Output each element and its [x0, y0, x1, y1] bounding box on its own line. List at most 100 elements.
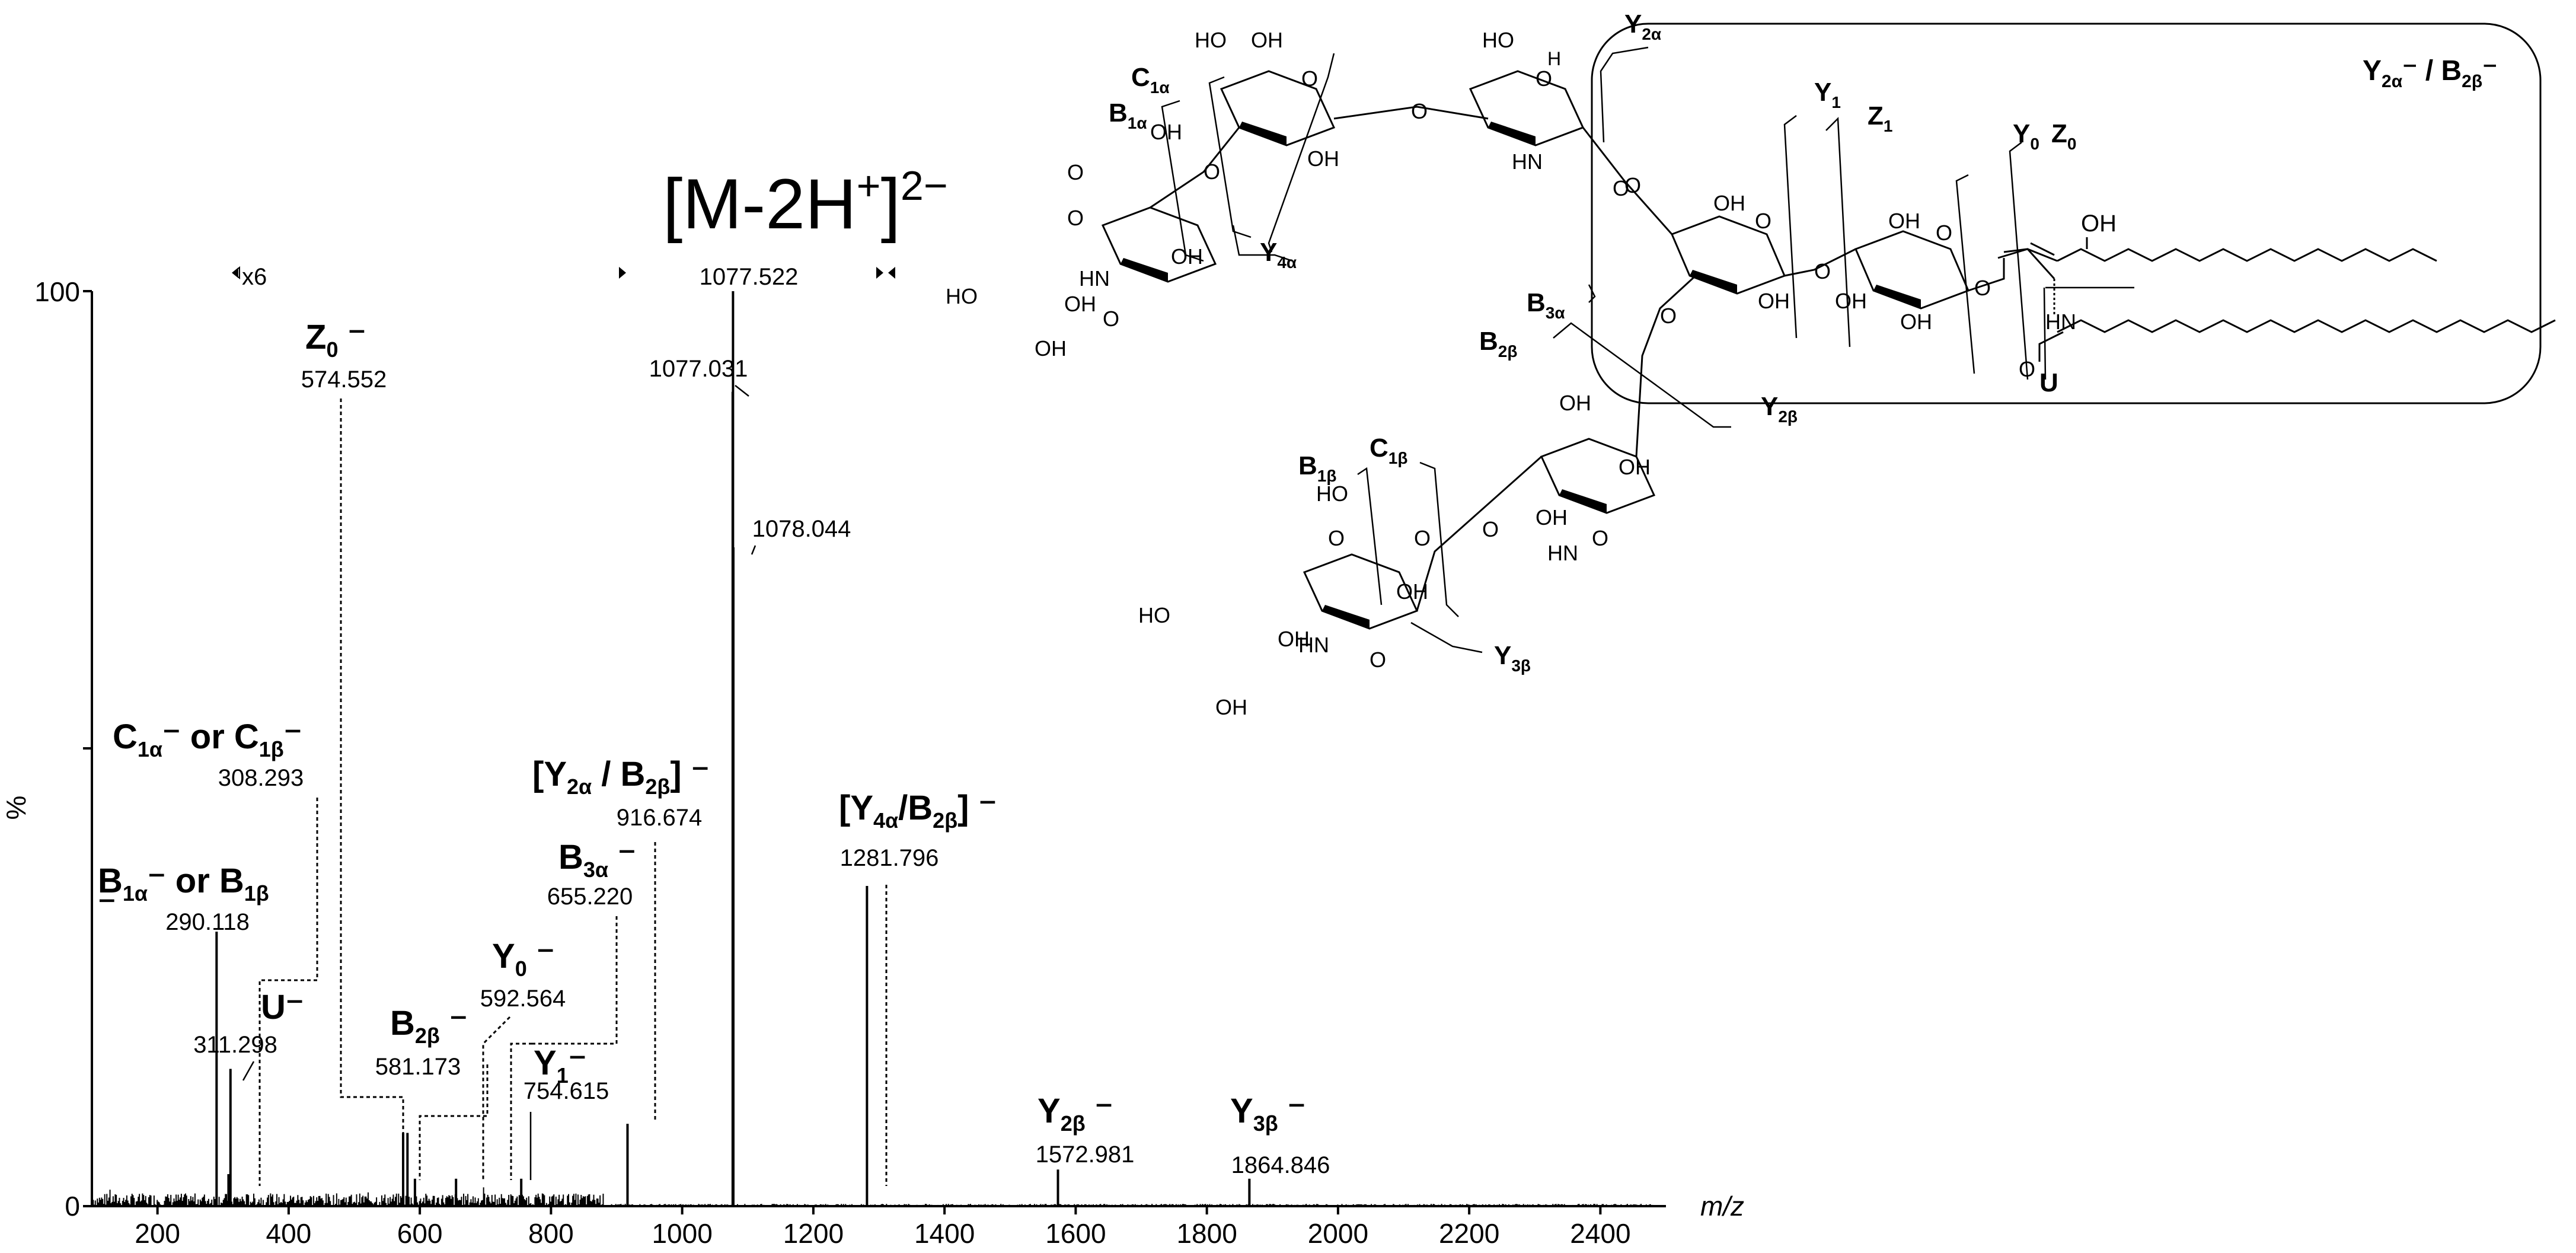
x-tick-label-1000: 1000	[652, 1218, 712, 1249]
x-axis-label: m/z	[1700, 1191, 1744, 1222]
y-axis-label: %	[1, 796, 31, 820]
svg-text:OH: OH	[1559, 391, 1591, 415]
svg-text:O: O	[1067, 206, 1084, 230]
svg-text:Z0: Z0	[2051, 119, 2076, 153]
x-tick-label-600: 600	[397, 1218, 443, 1249]
svg-text:B1β: B1β	[1298, 451, 1336, 485]
ion-b1-charge: ⁻	[98, 887, 116, 926]
svg-text:O: O	[1660, 304, 1677, 328]
mag-arrow-left-2	[232, 266, 240, 280]
peak-label-1078044: 1078.044	[752, 516, 851, 542]
peak-label-592: 592.564	[480, 986, 566, 1012]
ion-b3a: B3α ⁻	[558, 838, 636, 882]
svg-text:O: O	[1411, 99, 1428, 123]
peak-label-1864: 1864.846	[1231, 1152, 1330, 1178]
peak-label-290: 290.118	[165, 909, 250, 935]
peak-label-1572: 1572.981	[1036, 1142, 1135, 1168]
svg-text:OH: OH	[1713, 191, 1745, 215]
svg-text:Y2β: Y2β	[1761, 392, 1798, 426]
peak-label-1077522: 1077.522	[700, 264, 799, 290]
box-label: Y2α⁻ / B2β⁻	[2363, 55, 2498, 91]
x-tick-label-200: 200	[135, 1218, 180, 1249]
svg-text:O: O	[1613, 176, 1629, 200]
svg-text:Y2α: Y2α	[1624, 9, 1661, 43]
magnification-marker: x6	[232, 264, 895, 290]
svg-text:OH: OH	[1619, 455, 1651, 479]
x-tick-label-2400: 2400	[1570, 1218, 1630, 1249]
svg-text:O: O	[1536, 66, 1552, 91]
x-tick-label-400: 400	[266, 1218, 312, 1249]
svg-text:O: O	[1067, 160, 1084, 184]
svg-text:B2β: B2β	[1479, 327, 1517, 361]
ion-y4a-b2b: [Y4α/B2β] ⁻	[839, 789, 997, 833]
glycan-structure: Y2α⁻ / B2β⁻ OH O HN O O OH OH OH O O OH …	[946, 9, 2556, 719]
svg-text:O: O	[1592, 526, 1608, 550]
ion-u: U⁻	[261, 988, 304, 1026]
x-tick-label-1400: 1400	[914, 1218, 975, 1249]
svg-text:OH: OH	[1536, 505, 1568, 530]
x-tick-label-1800: 1800	[1176, 1218, 1237, 1249]
svg-text:Y0: Y0	[2013, 119, 2039, 153]
peak-label-1077031: 1077.031	[649, 356, 748, 382]
ion-c1: C1α⁻ or C1β⁻	[113, 718, 302, 761]
svg-text:Y1: Y1	[1814, 78, 1841, 111]
ion-b2b: B2β ⁻	[390, 1004, 468, 1048]
peak-label-916: 916.674	[617, 805, 703, 831]
svg-text:OH: OH	[1758, 289, 1790, 313]
svg-text:O: O	[1204, 160, 1220, 184]
svg-text:OH: OH	[1835, 289, 1867, 313]
x-tick-label-2000: 2000	[1308, 1218, 1368, 1249]
ion-y2a-b2b: [Y2α / B2β] ⁻	[532, 755, 709, 799]
ion-z0: Z0 ⁻	[305, 318, 366, 362]
peak-label-574: 574.552	[301, 366, 387, 393]
svg-text:O: O	[1482, 517, 1499, 541]
svg-text:HO: HO	[946, 284, 978, 308]
svg-text:HN: HN	[1512, 149, 1543, 174]
peak-label-311: 311.298	[193, 1032, 277, 1058]
svg-text:C1α: C1α	[1131, 63, 1170, 97]
svg-text:H: H	[1547, 48, 1561, 69]
svg-text:U: U	[2039, 368, 2058, 397]
peaks	[215, 291, 1251, 1206]
svg-text:O: O	[1301, 66, 1318, 91]
svg-text:HN: HN	[1547, 541, 1578, 565]
svg-text:HN: HN	[2045, 310, 2076, 334]
ion-y2b: Y2β ⁻	[1038, 1092, 1113, 1136]
svg-text:OH: OH	[1278, 627, 1310, 651]
x-tick-label-2200: 2200	[1439, 1218, 1499, 1249]
mag-arrow-right	[619, 267, 626, 279]
baseline-noise	[92, 1187, 1654, 1206]
y-tick-label-100: 100	[34, 276, 80, 307]
svg-text:OH: OH	[1900, 310, 1932, 334]
svg-text:OH: OH	[1307, 146, 1339, 171]
x-ticks: 200 400 600 800 1000 1200 1400 1600 1800 2000 2200…	[135, 1206, 1631, 1249]
svg-text:OH: OH	[1251, 28, 1283, 52]
svg-text:HO: HO	[1316, 482, 1348, 506]
x-tick-label-1200: 1200	[783, 1218, 844, 1249]
svg-text:O: O	[1370, 648, 1386, 672]
svg-text:O: O	[1103, 307, 1119, 331]
mag-arrow-dbl-2	[888, 267, 895, 279]
svg-text:HN: HN	[1079, 266, 1110, 291]
peak-label-308: 308.293	[218, 765, 304, 791]
x-tick-label-1600: 1600	[1045, 1218, 1106, 1249]
peak-label-1281: 1281.796	[840, 845, 939, 871]
svg-text:OH: OH	[1064, 292, 1096, 316]
precursor-title: [M-2H+]2−	[663, 162, 948, 244]
svg-text:OH: OH	[1035, 336, 1067, 361]
svg-text:HO: HO	[1138, 603, 1170, 627]
x-tick-label-800: 800	[528, 1218, 574, 1249]
peak-label-655: 655.220	[547, 884, 633, 910]
ion-y0: Y0 ⁻	[492, 937, 554, 981]
svg-text:HN: HN	[1298, 633, 1329, 657]
magnification-label: x6	[242, 264, 267, 290]
svg-text:OH: OH	[1215, 695, 1247, 719]
svg-text:Z1: Z1	[1868, 101, 1892, 135]
svg-text:B1α: B1α	[1109, 98, 1147, 132]
svg-text:O: O	[1755, 209, 1771, 233]
ion-b1: B1α⁻ or B1β	[98, 862, 269, 906]
ion-y3b: Y3β ⁻	[1230, 1092, 1305, 1136]
peak-label-754: 754.615	[524, 1078, 609, 1104]
